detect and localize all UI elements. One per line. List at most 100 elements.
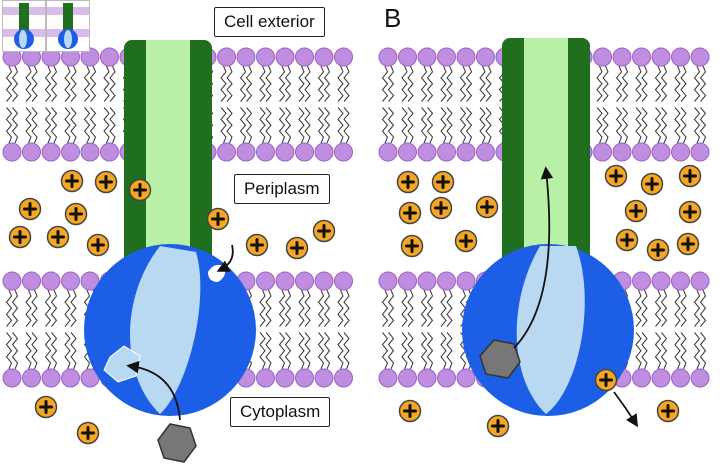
lipid-head bbox=[398, 47, 417, 67]
lipid-head bbox=[334, 271, 353, 291]
plus-ion-icon bbox=[400, 234, 424, 258]
lipid-head bbox=[2, 271, 22, 291]
lipid-head bbox=[314, 142, 334, 162]
lipid-head bbox=[256, 142, 275, 162]
lipid-head bbox=[334, 368, 353, 388]
lipid-head bbox=[80, 47, 100, 67]
thumbnail-b bbox=[46, 0, 90, 52]
lipid-head bbox=[22, 368, 41, 388]
lipid-head bbox=[378, 47, 398, 67]
lipid-head bbox=[437, 271, 456, 291]
lipid-head bbox=[417, 47, 437, 67]
plus-ion-icon bbox=[312, 219, 336, 243]
arrow-periplasm-to-opening bbox=[216, 244, 234, 272]
lipid-head bbox=[80, 142, 100, 162]
lipid-head bbox=[295, 47, 314, 67]
lipid-head bbox=[632, 47, 651, 67]
lipid-head bbox=[61, 142, 80, 162]
lipid-head bbox=[476, 142, 495, 162]
plus-ion-icon bbox=[60, 169, 84, 193]
lipid-head bbox=[378, 368, 398, 388]
lipid-head bbox=[295, 271, 314, 291]
plus-ion-icon bbox=[34, 395, 58, 419]
plus-ion-icon bbox=[94, 170, 118, 194]
lipid-head bbox=[690, 47, 710, 67]
lipid-head bbox=[41, 142, 61, 162]
lipid-head bbox=[671, 271, 690, 291]
lipid-head bbox=[295, 368, 314, 388]
plus-ion-icon bbox=[594, 368, 618, 392]
transporter-cavity-a bbox=[129, 246, 201, 414]
lipid-head bbox=[378, 271, 398, 291]
lipid-head bbox=[236, 47, 256, 67]
arrow-substrate-export bbox=[513, 166, 554, 349]
plus-ion-icon bbox=[454, 229, 478, 253]
plus-ion-icon bbox=[676, 232, 700, 256]
lipid-head bbox=[456, 47, 476, 67]
plus-ion-icon bbox=[475, 195, 499, 219]
lipid-head bbox=[612, 142, 632, 162]
lipid-head bbox=[651, 47, 671, 67]
lipid-head bbox=[61, 271, 80, 291]
lipid-head bbox=[256, 47, 275, 67]
lipid-head bbox=[217, 142, 236, 162]
lipid-head bbox=[334, 142, 353, 162]
plus-ion-icon bbox=[8, 225, 32, 249]
transport-complex-b bbox=[462, 38, 634, 416]
plus-ion-icon bbox=[245, 233, 269, 257]
lipid-head bbox=[314, 368, 334, 388]
lipid-head bbox=[690, 142, 710, 162]
plus-ion-icon bbox=[398, 201, 422, 225]
lipid-head bbox=[61, 368, 80, 388]
lipid-head bbox=[632, 368, 651, 388]
plus-ion-icon bbox=[640, 172, 664, 196]
hexagon-substrate-icon bbox=[479, 339, 521, 379]
lipid-head bbox=[398, 368, 417, 388]
lipid-head bbox=[476, 47, 495, 67]
lipid-head bbox=[256, 271, 275, 291]
arrows bbox=[126, 166, 639, 428]
plus-ion-icon bbox=[18, 197, 42, 221]
plus-ion-icon bbox=[646, 238, 670, 262]
lipid-head bbox=[217, 47, 236, 67]
lipid-head bbox=[22, 142, 41, 162]
plus-ion-icon bbox=[486, 414, 510, 438]
lipid-head bbox=[632, 271, 651, 291]
lipid-head bbox=[593, 142, 612, 162]
plus-ion-icon bbox=[431, 170, 455, 194]
plus-ion-icon bbox=[285, 236, 309, 260]
lipid-head bbox=[100, 47, 119, 67]
plus-ion-icon bbox=[206, 207, 230, 231]
lipid-head bbox=[22, 271, 41, 291]
arrow-ion-release bbox=[613, 391, 639, 428]
lipid-head bbox=[612, 47, 632, 67]
lipid-head bbox=[593, 47, 612, 67]
plus-ion-icon bbox=[678, 164, 702, 188]
lipid-head bbox=[275, 271, 295, 291]
lipid-head bbox=[334, 47, 353, 67]
lipid-head bbox=[275, 368, 295, 388]
lipid-head bbox=[41, 271, 61, 291]
lipid-head bbox=[275, 142, 295, 162]
lipid-head bbox=[632, 142, 651, 162]
lipid-head bbox=[378, 142, 398, 162]
lipid-head bbox=[295, 142, 314, 162]
lipid-head bbox=[314, 47, 334, 67]
plus-ion-icon bbox=[46, 225, 70, 249]
plus-ion-icon bbox=[429, 196, 453, 220]
lipid-head bbox=[651, 271, 671, 291]
plus-ion-icon bbox=[656, 399, 680, 423]
lipid-head bbox=[398, 271, 417, 291]
lipid-head bbox=[671, 368, 690, 388]
lipid-head bbox=[417, 368, 437, 388]
plus-ion-icon bbox=[76, 421, 100, 445]
arrow-substrate-binding bbox=[126, 360, 181, 421]
plus-ion-icon bbox=[604, 164, 628, 188]
lipid-head bbox=[41, 368, 61, 388]
plus-ion-icon bbox=[678, 200, 702, 224]
structures bbox=[84, 38, 634, 463]
lipid-head bbox=[437, 142, 456, 162]
lipid-head bbox=[437, 368, 456, 388]
plus-ion-icon bbox=[128, 178, 152, 202]
